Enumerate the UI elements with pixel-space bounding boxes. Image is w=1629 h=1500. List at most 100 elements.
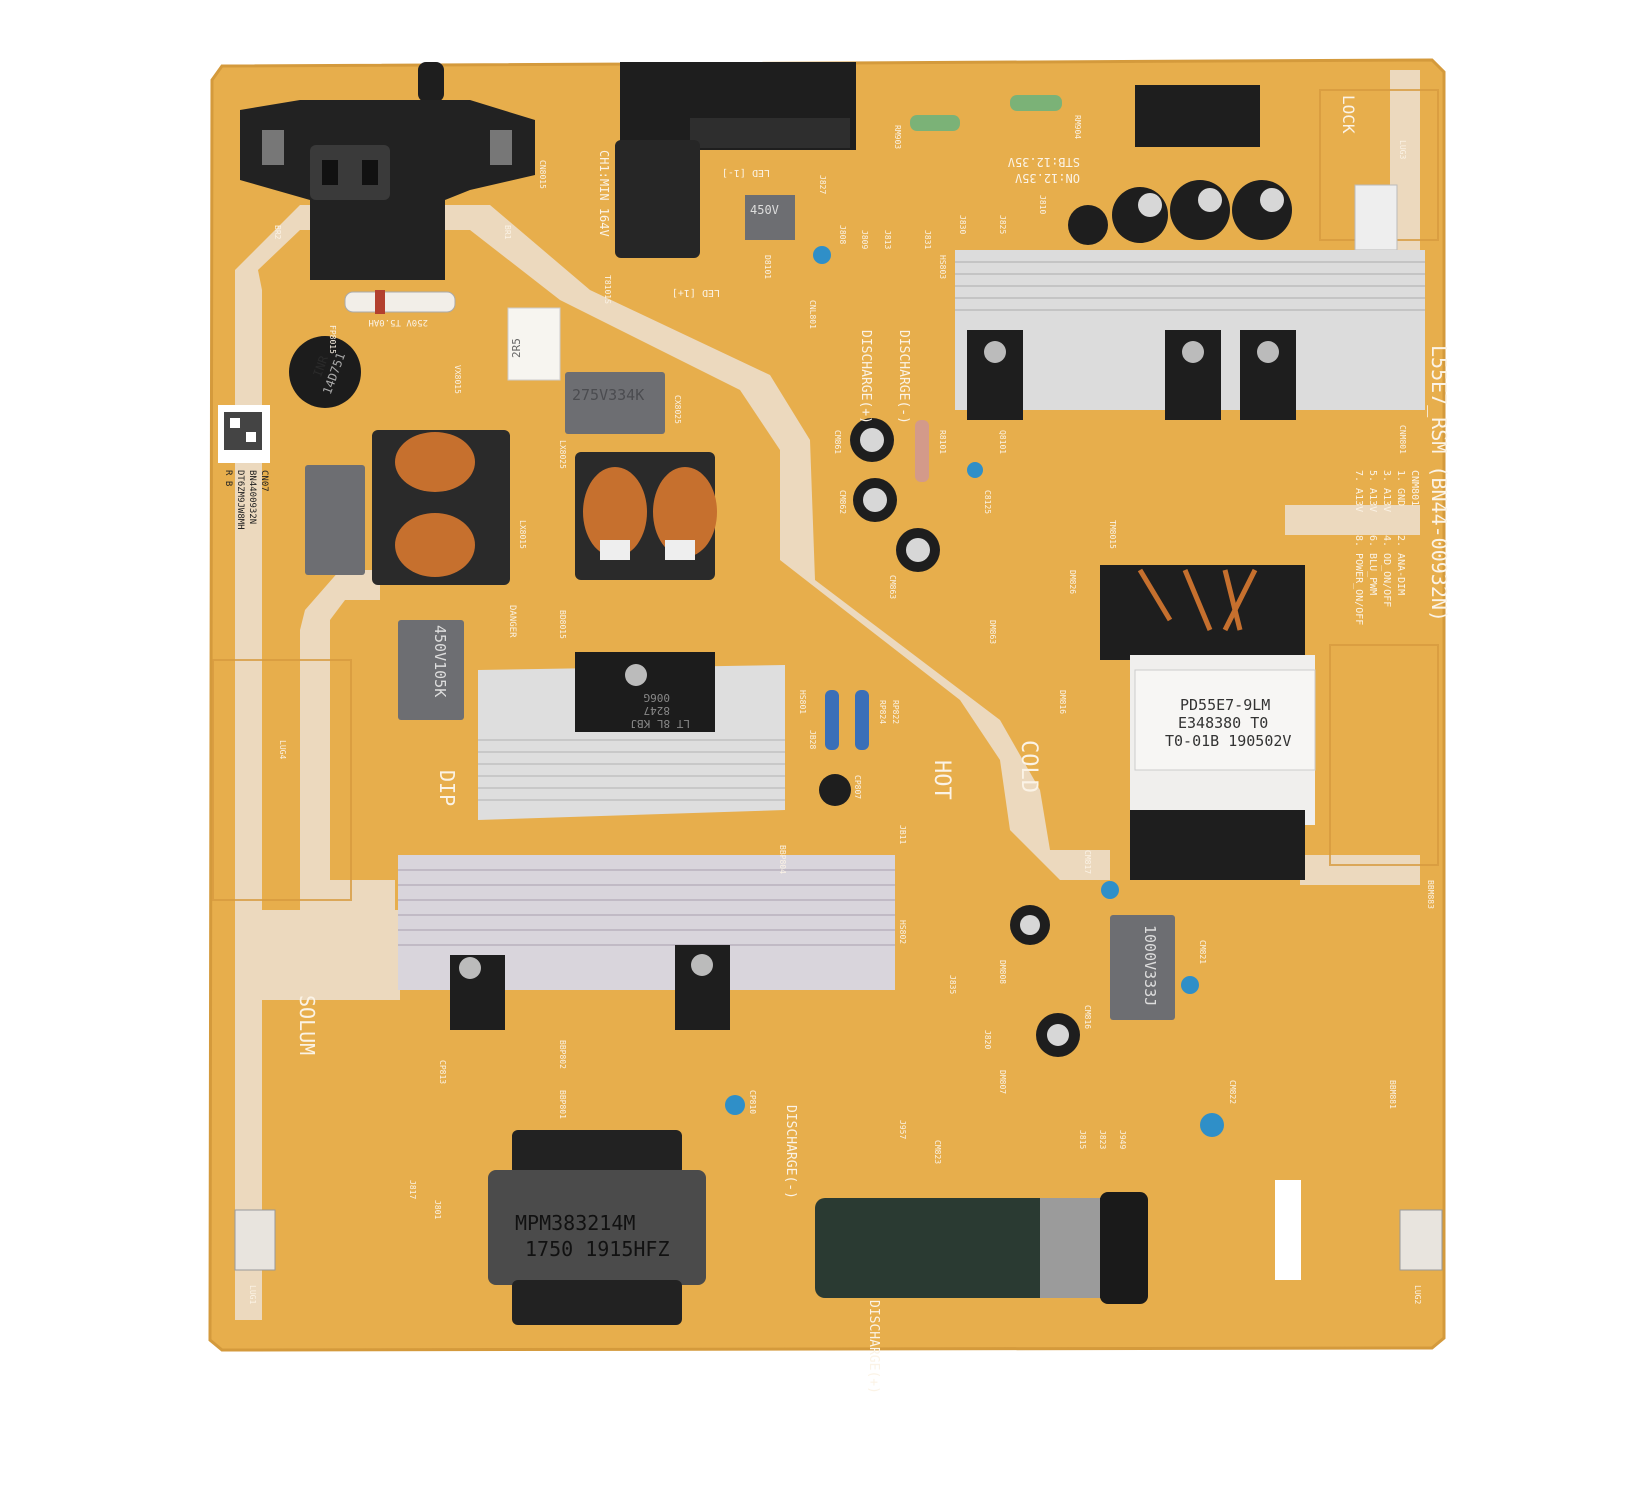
mounting-lugs: [234, 1209, 1443, 1271]
ref-designator: LUG2: [1413, 1285, 1422, 1304]
svg-text:1750 1915HFZ: 1750 1915HFZ: [525, 1237, 670, 1261]
ref-designator: C8125: [983, 490, 992, 514]
ref-designator: CNM801: [1398, 425, 1407, 454]
bridge-rectifier: LT 8L KBJ 8247 006G: [575, 652, 715, 732]
ref-designator: BR1: [503, 225, 512, 240]
cement-resistor: 2R5: [507, 307, 561, 381]
ref-designator: CM821: [1198, 940, 1207, 964]
ref-designator: BD8015: [558, 610, 567, 639]
ref-designator: J820: [983, 1030, 992, 1049]
ref-designator: CM816: [1083, 1005, 1092, 1029]
ref-designators: BR1BR2CN8015FP8015VX8015LX8015LX8025CX80…: [248, 115, 1435, 1304]
bulk-electrolytic-capacitor: [815, 1192, 1148, 1304]
ref-designator: DM863: [988, 620, 997, 644]
on-label: ON:12.35V: [1015, 171, 1080, 185]
ref-designator: CX8025: [673, 395, 682, 424]
ref-designator: J831: [923, 230, 932, 249]
x-capacitor-left: [305, 465, 365, 575]
ref-designator: J817: [408, 1180, 417, 1199]
svg-text:2. ANA-DIM: 2. ANA-DIM: [1395, 535, 1406, 595]
capacitor-450v: 450V: [745, 195, 795, 240]
y-capacitors: [725, 246, 1224, 1137]
ref-designator: JB11: [898, 825, 907, 844]
ref-designator: LUG1: [248, 1285, 257, 1304]
common-mode-choke-2: [575, 452, 717, 580]
ref-designator: J949: [1118, 1130, 1127, 1149]
ref-designator: BBP801: [558, 1090, 567, 1119]
ref-designator: CN8015: [538, 160, 547, 189]
ref-designator: LX8015: [518, 520, 527, 549]
ref-designator: J957: [898, 1120, 907, 1139]
ref-designator: J815: [1078, 1130, 1087, 1149]
ref-designator: RM903: [893, 125, 902, 149]
ref-designator: BBP804: [778, 845, 787, 874]
ref-designator: BBM881: [1388, 1080, 1397, 1109]
ref-designator: VX8015: [453, 365, 462, 394]
ref-designator: LX8025: [558, 440, 567, 469]
white-sticker: [1275, 1180, 1301, 1280]
svg-text:T0-01B 190502V: T0-01B 190502V: [1165, 732, 1291, 750]
cold-label: COLD: [1016, 740, 1041, 793]
x-capacitor-275v: 275V334K: [565, 372, 665, 434]
fuse: [344, 290, 456, 314]
ch1-label: CH1:MIN 164V: [597, 150, 611, 237]
ref-designator: CP807: [853, 775, 862, 799]
discharge-plus-bottom: DISCHARGE(+): [866, 1300, 881, 1394]
ref-designator: CM863: [888, 575, 897, 599]
ref-designator: BR2: [273, 225, 282, 240]
capacitor-cp807: [819, 774, 851, 806]
ref-designator: DM808: [998, 960, 1007, 984]
heatsink-top: [955, 250, 1425, 420]
discharge-minus-top: DISCHARGE(-): [896, 330, 911, 424]
ref-designator: J827: [818, 175, 827, 194]
svg-text:275V334K: 275V334K: [572, 386, 644, 404]
cnm801-pinout: CNM801 1. GND 2. ANA-DIM 3. A13V 4. OD_O…: [1353, 470, 1420, 625]
ref-designator: DM807: [998, 1070, 1007, 1094]
lug3-connector: [1354, 184, 1398, 251]
ref-designator: CM823: [933, 1140, 942, 1164]
svg-text:CNM801: CNM801: [1409, 470, 1420, 506]
svg-text:2R5: 2R5: [510, 338, 523, 358]
ref-designator: J808: [838, 225, 847, 244]
led-plus-label: LED [1+]: [672, 287, 720, 298]
ref-designator: CM862: [838, 490, 847, 514]
ref-designator: J823: [1098, 1130, 1107, 1149]
ref-designator: JB28: [808, 730, 817, 749]
danger-label: DANGER: [507, 605, 517, 638]
svg-text:6. BLU_PWM: 6. BLU_PWM: [1367, 535, 1378, 595]
ref-designator: HS803: [938, 255, 947, 279]
ref-designator: BBP802: [558, 1040, 567, 1069]
ref-designator: J835: [948, 975, 957, 994]
svg-text:4. OD_ON/OFF: 4. OD_ON/OFF: [1381, 535, 1392, 607]
ref-designator: RM904: [1073, 115, 1082, 139]
x-capacitor-450v: 450V105K: [398, 620, 464, 720]
ref-designator: RP822: [891, 700, 900, 724]
ref-designator: Q8101: [998, 430, 1007, 454]
ref-designator: RP824: [878, 700, 887, 724]
sticker-code: R B: [223, 470, 233, 486]
ref-designator: CP810: [748, 1090, 757, 1114]
ref-designator: HS802: [898, 920, 907, 944]
lock-label: LOCK: [1339, 95, 1358, 134]
main-transformer: PD55E7-9LM E348380 T0 T0-01B 190502V: [1100, 565, 1316, 880]
ref-designator: LUG4: [278, 740, 287, 759]
svg-text:450V105K: 450V105K: [431, 625, 449, 697]
ref-designator: J825: [998, 215, 1007, 234]
ref-designator: CM861: [833, 430, 842, 454]
common-mode-choke-1: [372, 430, 510, 585]
discharge-minus-bottom: DISCHARGE(-): [783, 1105, 798, 1199]
sticker-code: DT6ZM9JW8MH: [235, 470, 245, 530]
ref-designator: D8101: [763, 255, 772, 279]
ref-designator: HS801: [798, 690, 807, 714]
right-connector: [1135, 85, 1260, 147]
svg-text:PD55E7-9LM: PD55E7-9LM: [1180, 696, 1270, 714]
ref-designator: R8101: [938, 430, 947, 454]
ref-designator: J810: [1038, 195, 1047, 214]
svg-text:450V: 450V: [750, 203, 779, 217]
ref-designator: CM822: [1228, 1080, 1237, 1104]
ref-designator: TM8015: [1108, 520, 1117, 549]
sticker-code: CN07: [259, 470, 269, 492]
electrolytic-caps-top: [1068, 180, 1292, 245]
svg-text:5. A13V: 5. A13V: [1367, 470, 1378, 512]
qr-sticker: CN07 BN4400932N DT6ZM9JW8MH R B: [218, 405, 270, 530]
